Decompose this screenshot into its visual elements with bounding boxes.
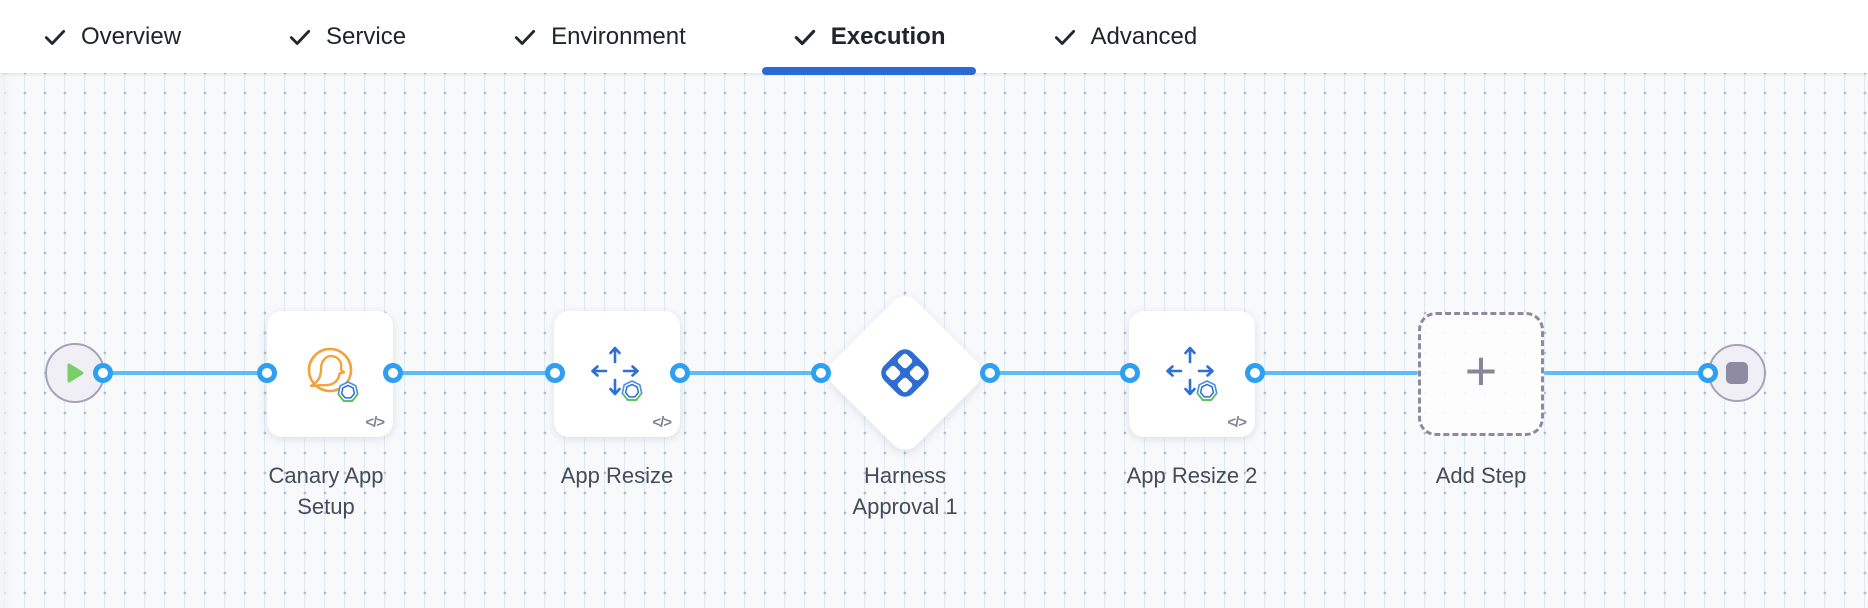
edge-approval-appresize2 xyxy=(990,371,1130,375)
edge-addstep-end xyxy=(1544,371,1712,375)
node-app-resize-2[interactable]: </> xyxy=(1129,311,1255,437)
node-app-resize[interactable]: </> xyxy=(554,311,680,437)
tab-environment[interactable]: Environment xyxy=(482,0,716,73)
stop-icon xyxy=(1726,362,1748,384)
check-icon xyxy=(44,29,66,45)
connector-port[interactable] xyxy=(811,363,831,383)
node-label-app-resize: App Resize xyxy=(560,463,674,488)
connector-port[interactable] xyxy=(1245,363,1265,383)
node-canary-app-setup[interactable]: </> xyxy=(267,311,393,437)
kubernetes-icon xyxy=(621,380,643,401)
canary-bird-icon xyxy=(307,347,359,402)
code-icon: </> xyxy=(365,414,385,431)
node-harness-approval-1[interactable] xyxy=(821,289,989,457)
tab-label: Environment xyxy=(551,22,686,50)
tab-label: Service xyxy=(326,22,407,50)
node-label-canary-app-setup: Canary App Setup xyxy=(268,463,384,519)
canvas-left-fade xyxy=(0,73,16,608)
edge-appresize-approval xyxy=(680,371,821,375)
connector-port[interactable] xyxy=(257,363,277,383)
play-icon xyxy=(67,363,84,383)
kubernetes-icon xyxy=(337,381,359,402)
add-step-button[interactable]: + xyxy=(1418,312,1544,436)
edge-start-canary xyxy=(103,371,267,375)
connector-port[interactable] xyxy=(670,363,690,383)
tab-label: Advanced xyxy=(1090,22,1198,50)
tab-execution[interactable]: Execution xyxy=(761,0,976,75)
connector-port[interactable] xyxy=(383,363,403,383)
code-icon: </> xyxy=(1227,414,1247,431)
stage-config-tabbar: Overview Service Environment Execution A… xyxy=(0,0,1868,75)
resize-arrows-icon xyxy=(1166,346,1218,401)
connector-port[interactable] xyxy=(93,363,113,383)
tab-overview[interactable]: Overview xyxy=(12,0,211,73)
check-icon xyxy=(794,29,816,45)
harness-logo-icon xyxy=(881,349,929,397)
connector-port[interactable] xyxy=(1698,363,1718,383)
tab-service[interactable]: Service xyxy=(257,0,436,73)
code-icon: </> xyxy=(652,414,672,431)
tab-label: Overview xyxy=(81,22,182,50)
edge-canary-appresize xyxy=(393,371,555,375)
resize-arrows-icon xyxy=(591,346,643,401)
edge-appresize2-addstep xyxy=(1255,371,1418,375)
check-icon xyxy=(289,29,311,45)
plus-icon: + xyxy=(1464,339,1498,402)
node-label-app-resize-2: App Resize 2 xyxy=(1126,463,1258,488)
connector-port[interactable] xyxy=(1120,363,1140,383)
check-icon xyxy=(1054,29,1075,45)
connector-port[interactable] xyxy=(545,363,565,383)
tab-label: Execution xyxy=(830,22,946,50)
node-label-add-step: Add Step xyxy=(1435,463,1527,488)
node-label-harness-approval-1: Harness Approval 1 xyxy=(852,463,958,519)
check-icon xyxy=(514,29,536,45)
execution-graph-canvas[interactable]: </> </> xyxy=(0,73,1868,608)
tab-advanced[interactable]: Advanced xyxy=(1022,0,1228,73)
connector-port[interactable] xyxy=(980,363,1000,383)
kubernetes-icon xyxy=(1196,380,1218,401)
